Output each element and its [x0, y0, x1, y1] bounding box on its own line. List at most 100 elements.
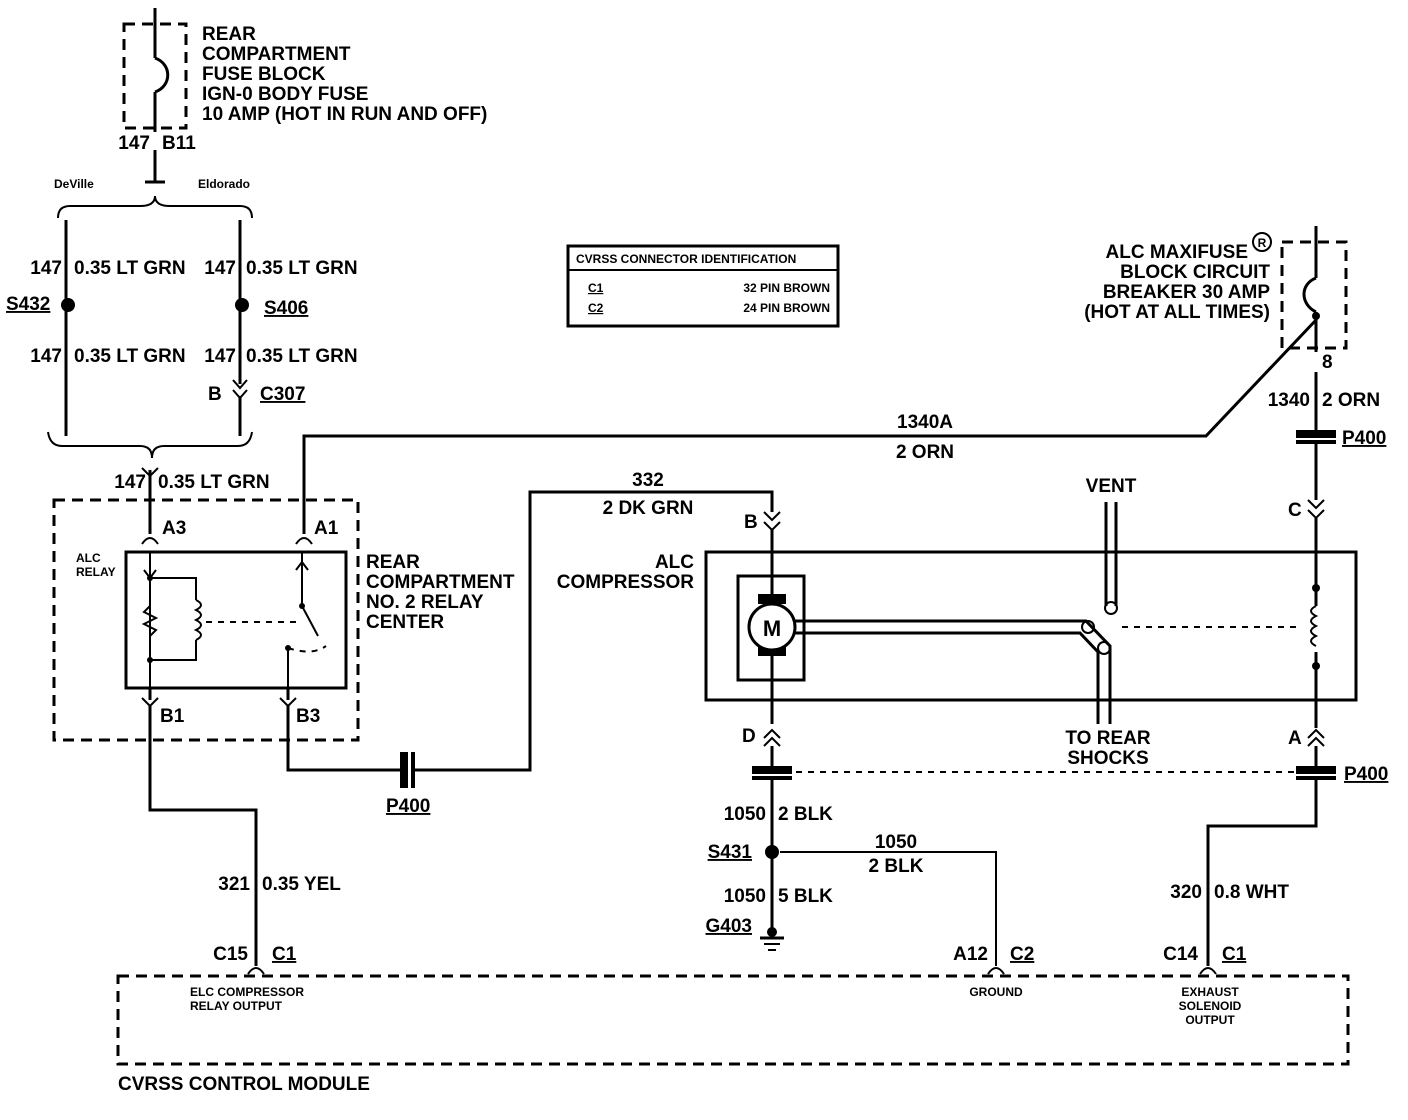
terminal-b1: B1: [160, 706, 185, 727]
variant-eldorado: Eldorado: [198, 177, 250, 191]
compressor-pin-a: A: [1288, 728, 1302, 749]
connector-table-row2-name: C2: [588, 301, 604, 315]
relay-center-line-1: REAR: [366, 552, 420, 573]
shocks-line-2: SHOCKS: [1067, 748, 1148, 769]
relay-feed-spec: 0.35 LT GRN: [158, 472, 270, 493]
ground-w1-circuit: 1050: [724, 804, 766, 825]
eldorado-upper-spec: 0.35 LT GRN: [246, 258, 358, 279]
wire-321-circuit: 321: [218, 874, 250, 895]
alc-relay-label-1: ALC: [76, 551, 101, 565]
eldorado-branch: 147 0.35 LT GRN S406 147 0.35 LT GRN B C…: [204, 220, 358, 436]
maxifuse-line-2: BLOCK CIRCUIT: [1120, 262, 1270, 283]
connector-id-table: CVRSS CONNECTOR IDENTIFICATION C1 32 PIN…: [566, 244, 840, 328]
splice-s406-dot: [235, 298, 249, 312]
connector-table-row1-name: C1: [588, 281, 604, 295]
connector-c307: C307: [260, 384, 305, 405]
wire-1340a: 1340A 2 ORN: [302, 318, 1318, 500]
compressor-line-1: ALC: [655, 552, 694, 573]
shocks-line-1: TO REAR: [1065, 728, 1150, 749]
rear-fuse-block: REAR COMPARTMENT FUSE BLOCK IGN-0 BODY F…: [118, 8, 487, 184]
terminal-a1: A1: [314, 518, 339, 539]
compressor-pin-b: B: [744, 512, 758, 533]
maxifuse-line-3: BREAKER 30 AMP: [1103, 282, 1270, 303]
ground-w2-circuit: 1050: [875, 832, 917, 853]
connector-table-row1-desc: 32 PIN BROWN: [743, 281, 830, 295]
relay-center: 147 0.35 LT GRN A3 A1 ALC RELAY B1 B3: [52, 467, 515, 742]
wire-332-circuit: 332: [632, 470, 664, 491]
ground-w3-spec: 5 BLK: [778, 886, 833, 907]
wire-320-circuit: 320: [1170, 882, 1202, 903]
fuse-block-line-4: IGN-0 BODY FUSE: [202, 84, 368, 105]
splice-s432: S432: [6, 294, 50, 315]
c307-pin: B: [208, 384, 222, 405]
ground-w2-spec: 2 BLK: [869, 856, 924, 877]
deville-lower-circuit: 147: [30, 346, 62, 367]
module-pin3-conn: C1: [1222, 944, 1247, 965]
p400-row: P400: [752, 746, 1388, 785]
maxifuse-terminal: 8: [1322, 352, 1333, 373]
eldorado-lower-spec: 0.35 LT GRN: [246, 346, 358, 367]
vent-label: VENT: [1086, 476, 1137, 497]
wire-320-spec: 0.8 WHT: [1214, 882, 1289, 903]
p400-top-connector: P400: [1296, 428, 1386, 449]
variant-deville: DeVille: [54, 177, 94, 191]
p400-top-label: P400: [1342, 428, 1386, 449]
wire-321-spec: 0.35 YEL: [262, 874, 341, 895]
wire-320: 320 0.8 WHT: [1170, 780, 1318, 966]
alc-compressor: ALC COMPRESSOR B M VENT C: [557, 444, 1358, 769]
ground-w3-circuit: 1050: [724, 886, 766, 907]
wire-1340a-circuit: 1340A: [897, 412, 953, 433]
module-pin1-conn: C1: [272, 944, 297, 965]
relay-feed-circuit: 147: [114, 472, 146, 493]
fuse-block-line-2: COMPARTMENT: [202, 44, 351, 65]
eldorado-upper-circuit: 147: [204, 258, 236, 279]
relay-center-line-2: COMPARTMENT: [366, 572, 515, 593]
deville-branch: 147 0.35 LT GRN S432 147 0.35 LT GRN: [6, 220, 186, 436]
module-pin2-label-1: GROUND: [969, 985, 1023, 999]
wire-321: 321 0.35 YEL: [148, 706, 341, 966]
wire-1340a-spec: 2 ORN: [896, 442, 954, 463]
maxifuse-line-1: ALC MAXIFUSE: [1106, 242, 1249, 263]
alc-maxifuse: ALC MAXIFUSE R BLOCK CIRCUIT BREAKER 30 …: [1084, 226, 1380, 430]
splice-s432-dot: [61, 298, 75, 312]
module-pin3: C14: [1163, 944, 1198, 965]
module-pin3-label-3: OUTPUT: [1185, 1013, 1235, 1027]
deville-lower-spec: 0.35 LT GRN: [74, 346, 186, 367]
module-pin3-label-1: EXHAUST: [1181, 985, 1239, 999]
ground-wiring: 1050 2 BLK S431 1050 2 BLK 1050 5 BLK G4…: [706, 780, 997, 966]
splice-s431-dot: [765, 845, 779, 859]
module-pin1-label-1: ELC COMPRESSOR: [190, 985, 304, 999]
motor-symbol: M: [763, 616, 781, 641]
ground-g403: G403: [706, 916, 752, 937]
fuse-block-line-3: FUSE BLOCK: [202, 64, 326, 85]
module-pin1-label-2: RELAY OUTPUT: [190, 999, 283, 1013]
module-pin2: A12: [953, 944, 988, 965]
wire-332-spec: 2 DK GRN: [603, 498, 694, 519]
p400-mid-label: P400: [386, 796, 430, 817]
splice-s431: S431: [708, 842, 753, 863]
fuse-block-line-5: 10 AMP (HOT IN RUN AND OFF): [202, 104, 487, 125]
alc-relay-label-2: RELAY: [76, 565, 116, 579]
compressor-pin-c: C: [1288, 500, 1302, 521]
variant-braces: DeVille Eldorado: [47, 177, 253, 459]
compressor-pin-d: D: [742, 726, 756, 747]
deville-upper-spec: 0.35 LT GRN: [74, 258, 186, 279]
wire-332: P400 332 2 DK GRN: [286, 470, 774, 817]
maxifuse-wire-spec: 2 ORN: [1322, 390, 1380, 411]
deville-upper-circuit: 147: [30, 258, 62, 279]
ground-w1-spec: 2 BLK: [778, 804, 833, 825]
splice-s406: S406: [264, 298, 308, 319]
relay-center-line-4: CENTER: [366, 612, 444, 633]
p400-right-label: P400: [1344, 764, 1388, 785]
cvrss-control-module: CVRSS CONTROL MODULE C15 C1 ELC COMPRESS…: [116, 944, 1350, 1095]
fuse-terminal: B11: [162, 133, 196, 154]
registered-mark: [1252, 232, 1272, 252]
maxifuse-wire-circuit: 1340: [1268, 390, 1310, 411]
module-pin2-conn: C2: [1010, 944, 1034, 965]
module-pin1: C15: [213, 944, 248, 965]
fuse-circuit-number: 147: [118, 133, 150, 154]
maxifuse-line-4: (HOT AT ALL TIMES): [1084, 302, 1270, 323]
connector-table-row2-desc: 24 PIN BROWN: [743, 301, 830, 315]
fuse-block-line-1: REAR: [202, 24, 256, 45]
